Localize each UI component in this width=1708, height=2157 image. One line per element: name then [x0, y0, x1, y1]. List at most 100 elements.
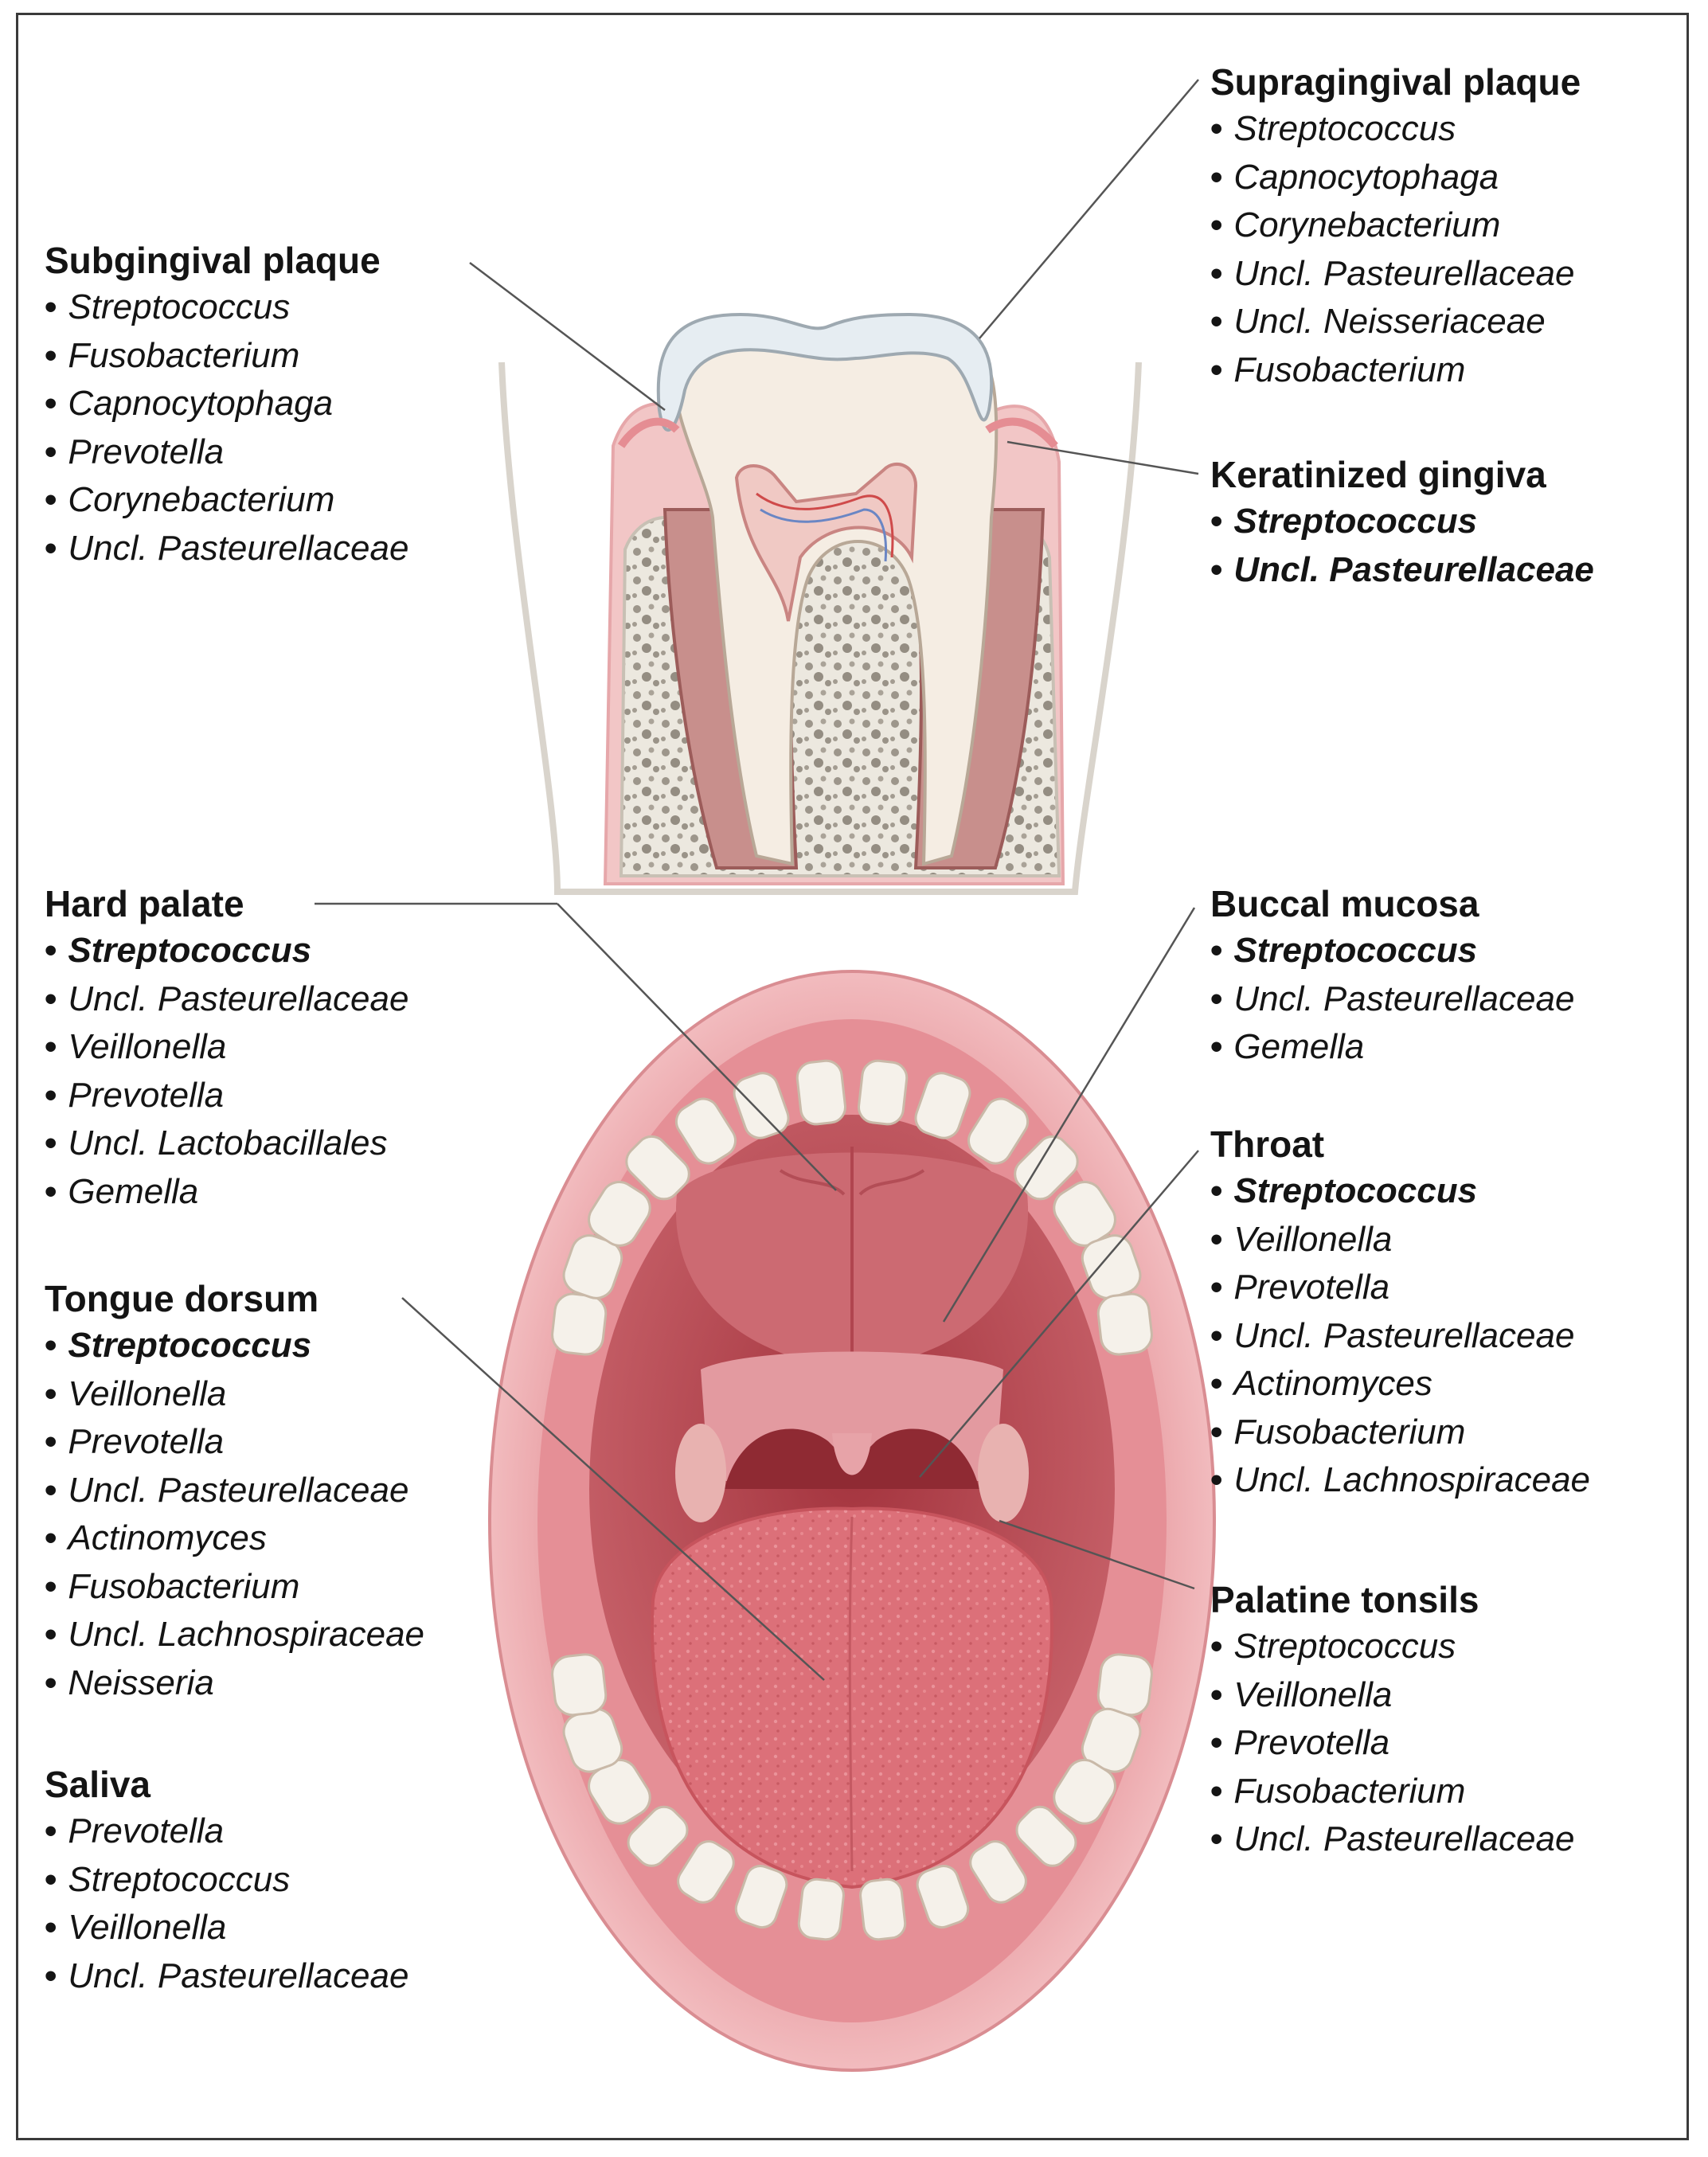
lower-tooth [551, 1653, 608, 1717]
bacteria-item: Prevotella [45, 428, 408, 477]
label-title: Palatine tonsils [1210, 1579, 1479, 1620]
lower-tooth [969, 1840, 1027, 1904]
bacteria-item: Veillonella [45, 1023, 408, 1072]
tooth-enamel [656, 312, 994, 432]
bacteria-item: Uncl. Lachnospiraceae [1210, 1456, 1590, 1505]
label-title: Throat [1210, 1123, 1325, 1165]
bacteria-item: Uncl. Pasteurellaceae [1210, 546, 1593, 595]
bacteria-item: Uncl. Pasteurellaceae [1210, 1815, 1574, 1864]
bacteria-item: Capnocytophaga [1210, 154, 1581, 202]
bacteria-item: Prevotella [45, 1072, 408, 1120]
bacteria-item: Actinomyces [45, 1514, 424, 1563]
lower-tooth [627, 1805, 689, 1867]
label-title: Keratinized gingiva [1210, 454, 1546, 495]
label-throat: Throat StreptococcusVeillonellaPrevotell… [1210, 1121, 1590, 1505]
blood-vessel-blue [760, 508, 888, 562]
palate-rugae [779, 1169, 925, 1196]
bacteria-item: Fusobacterium [1210, 1768, 1574, 1816]
bacteria-list: StreptococcusUncl. PasteurellaceaeGemell… [1210, 927, 1574, 1072]
tonsil-right [978, 1424, 1029, 1522]
bacteria-item: Uncl. Pasteurellaceae [1210, 975, 1574, 1024]
tongue [651, 1506, 1053, 1889]
bacteria-item: Prevotella [45, 1807, 408, 1856]
bacteria-item: Uncl. Pasteurellaceae [1210, 250, 1581, 299]
leader-lines [315, 79, 1199, 1681]
bacteria-item: Prevotella [1210, 1264, 1590, 1312]
bacteria-list: PrevotellaStreptococcusVeillonellaUncl. … [45, 1807, 408, 2000]
bacteria-item: Streptococcus [1210, 927, 1574, 975]
bacteria-item: Streptococcus [45, 1856, 408, 1905]
upper-teeth [551, 1059, 1153, 1356]
bacteria-item: Fusobacterium [45, 1563, 424, 1612]
bacteria-item: Fusobacterium [1210, 1409, 1590, 1457]
bacteria-item: Veillonella [45, 1370, 424, 1419]
label-hard-palate: Hard palate StreptococcusUncl. Pasteurel… [45, 881, 408, 1216]
bacteria-item: Uncl. Lactobacillales [45, 1120, 408, 1168]
bacteria-list: StreptococcusVeillonellaPrevotellaUncl. … [45, 1322, 424, 1707]
bacteria-item: Streptococcus [1210, 105, 1581, 154]
label-subgingival-plaque: Subgingival plaque StreptococcusFusobact… [45, 237, 408, 572]
bacteria-list: StreptococcusVeillonellaPrevotellaUncl. … [1210, 1167, 1590, 1505]
lower-tooth [1053, 1758, 1116, 1825]
bacteria-item: Uncl. Pasteurellaceae [45, 1467, 424, 1515]
leader-tongue [401, 1297, 825, 1681]
label-title: Tongue dorsum [45, 1278, 319, 1319]
lower-tooth [677, 1840, 735, 1904]
bacteria-item: Streptococcus [1210, 498, 1594, 546]
bacteria-item: Uncl. Lachnospiraceae [45, 1611, 424, 1659]
label-palatine-tonsils: Palatine tonsils StreptococcusVeillonell… [1210, 1577, 1574, 1864]
bacteria-item: Actinomyces [1210, 1360, 1590, 1409]
label-tongue-dorsum: Tongue dorsum StreptococcusVeillonellaPr… [45, 1276, 424, 1707]
bacteria-item: Prevotella [45, 1418, 424, 1467]
bacteria-item: Gemella [1210, 1023, 1574, 1072]
leader-hard-palate-diag [557, 903, 837, 1191]
bacteria-item: Fusobacterium [1210, 346, 1581, 395]
bacteria-list: StreptococcusFusobacteriumCapnocytophaga… [45, 283, 408, 572]
leader-tonsils [999, 1519, 1195, 1590]
bacteria-item: Uncl. Neisseriaceae [1210, 298, 1581, 346]
label-buccal-mucosa: Buccal mucosa StreptococcusUncl. Pasteur… [1210, 881, 1574, 1072]
upper-tooth [967, 1097, 1030, 1165]
bacteria-item: Streptococcus [45, 927, 408, 975]
throat-opening [725, 1428, 979, 1489]
label-keratinized-gingiva: Keratinized gingiva StreptococcusUncl. P… [1210, 451, 1594, 594]
label-title: Hard palate [45, 883, 244, 924]
bacteria-item: Veillonella [1210, 1216, 1590, 1264]
upper-tooth [551, 1292, 608, 1356]
gingival-margin-left [617, 417, 680, 448]
tongue-median-groove [848, 1516, 854, 1872]
bacteria-item: Neisseria [45, 1659, 424, 1708]
tonsil-left [675, 1424, 726, 1522]
leader-supragingival [979, 79, 1199, 339]
lower-tooth [916, 1865, 970, 1929]
bacteria-item: Prevotella [1210, 1719, 1574, 1768]
bacteria-item: Capnocytophaga [45, 380, 408, 428]
blood-vessel-red [756, 492, 894, 558]
label-title: Saliva [45, 1764, 150, 1805]
upper-tooth [588, 1181, 651, 1247]
lower-tooth [734, 1865, 788, 1929]
lower-tooth [859, 1878, 907, 1941]
bacteria-item: Streptococcus [1210, 1623, 1574, 1671]
uvula [832, 1433, 872, 1475]
lower-tooth [1096, 1653, 1153, 1717]
upper-tooth [625, 1135, 690, 1201]
bacteria-item: Uncl. Pasteurellaceae [45, 975, 408, 1024]
bacteria-item: Streptococcus [45, 283, 408, 332]
bacteria-list: StreptococcusUncl. PasteurellaceaeVeillo… [45, 927, 408, 1216]
leader-buccal [942, 907, 1196, 1323]
lower-teeth [551, 1653, 1153, 1941]
label-title: Subgingival plaque [45, 240, 381, 281]
bacteria-list: StreptococcusCapnocytophagaCorynebacteri… [1210, 105, 1581, 394]
upper-tooth [914, 1072, 971, 1139]
lower-tooth [797, 1878, 845, 1941]
bacteria-item: Fusobacterium [45, 332, 408, 381]
label-title: Supragingival plaque [1210, 61, 1581, 103]
gingival-margin-right [985, 417, 1058, 449]
upper-tooth [795, 1059, 846, 1126]
bacteria-item: Uncl. Pasteurellaceae [45, 525, 408, 573]
bacteria-item: Corynebacterium [1210, 201, 1581, 250]
open-mouth [488, 970, 1216, 2072]
bacteria-item: Streptococcus [45, 1322, 424, 1370]
